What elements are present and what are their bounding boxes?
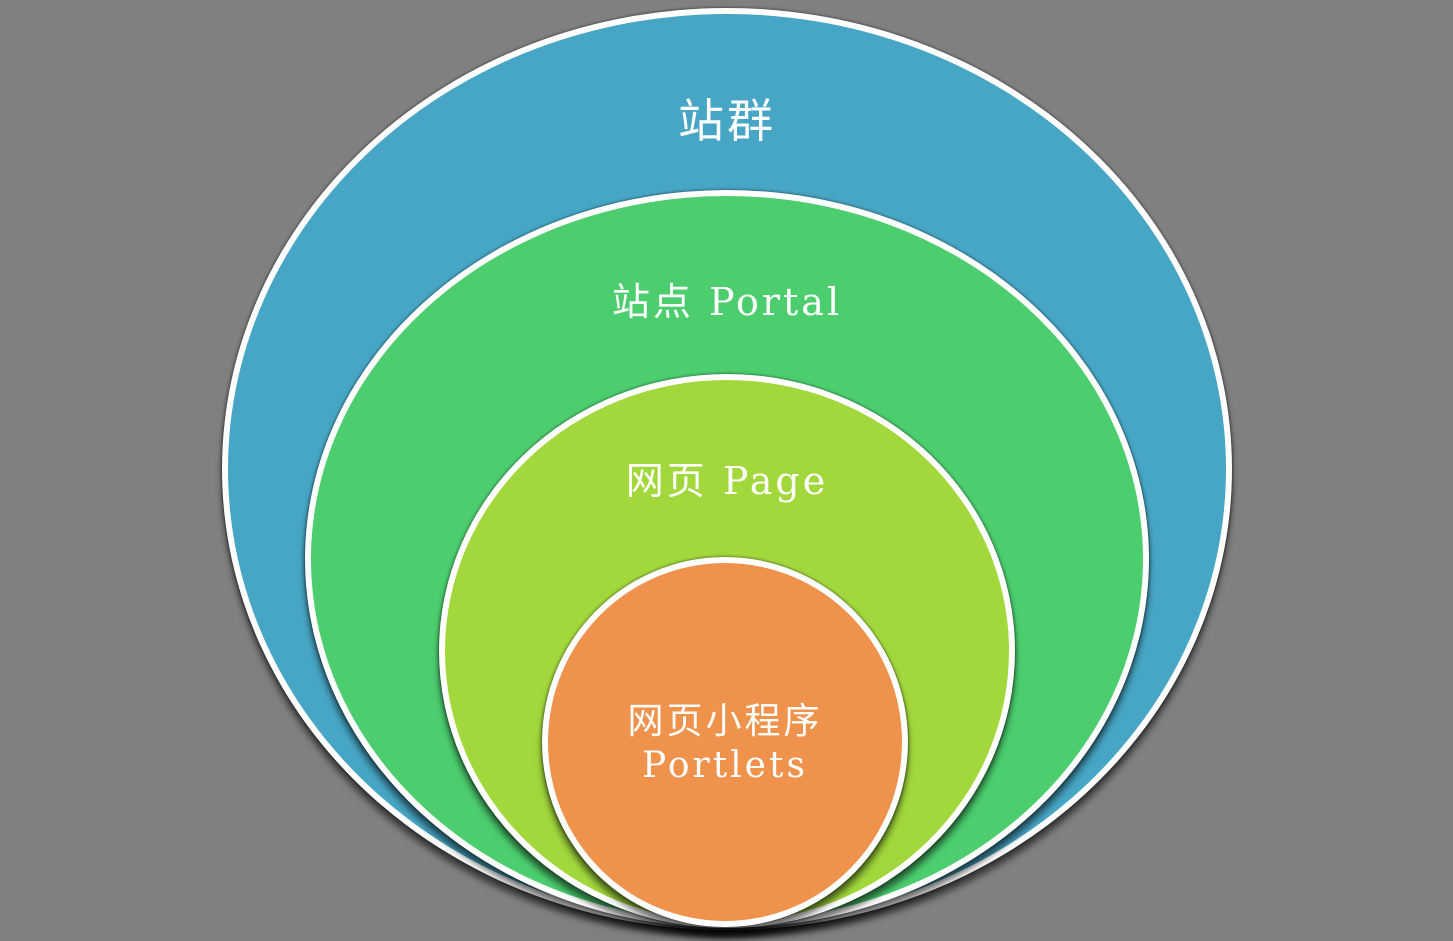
circle-portlets [542, 557, 908, 927]
label-site-cluster: 站群 [678, 94, 776, 148]
label-portlets: 网页小程序 Portlets [627, 700, 822, 788]
label-page: 网页 Page [625, 459, 829, 503]
label-portlets-line2: Portlets [642, 745, 808, 786]
label-portlets-line1: 网页小程序 [627, 701, 823, 742]
label-portal-site: 站点 Portal [611, 280, 843, 324]
